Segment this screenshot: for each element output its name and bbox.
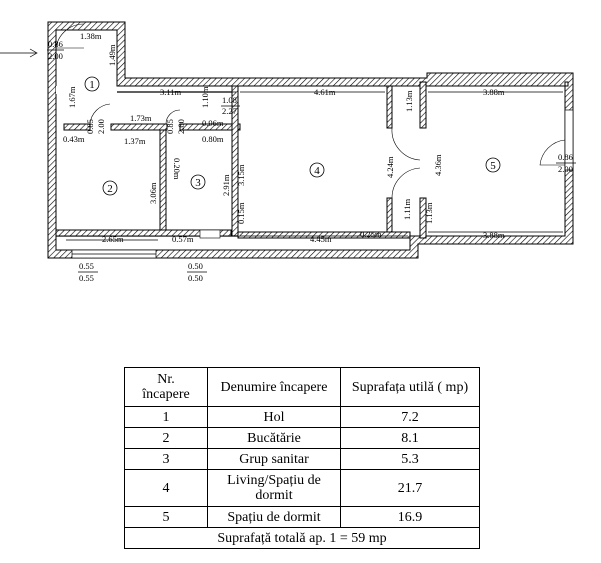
table-row: 4 Living/Spațiu de dormit 21.7: [124, 469, 480, 507]
room-number-5: 5: [490, 160, 496, 172]
header-area: Suprafața utilă ( mp): [340, 367, 480, 407]
dim-living-top: 4.61m: [314, 87, 336, 97]
cell-nr: 1: [124, 406, 208, 428]
room-number-1: 1: [89, 79, 95, 91]
dim-wall-110: 1.10m: [200, 86, 210, 108]
header-room-name: Denumire încapere: [207, 367, 341, 407]
dim-bath-w1: 0.96m: [202, 118, 224, 128]
dim-entry-door-h: 2.00: [48, 51, 63, 61]
dim-043: 0.43m: [63, 134, 85, 144]
dim-bed-low-side: 1.13m: [424, 202, 434, 224]
windows: [71, 109, 574, 259]
dim-hol-top: 1.38m: [80, 31, 102, 41]
dimension-lines: [66, 91, 563, 241]
header-room-number: Nr. încapere: [124, 367, 208, 407]
dim-bath-020: 0.20m: [172, 158, 182, 180]
cell-area: 5.3: [340, 448, 480, 470]
dim-corridor: 3.11m: [160, 87, 182, 97]
dim-entry-door-w: 0.86: [48, 39, 63, 49]
interior-walls: [55, 81, 427, 239]
table-total-row: Suprafață totală ap. 1 = 59 mp: [124, 527, 480, 549]
cell-name: Bucătărie: [207, 427, 341, 449]
cell-area: 7.2: [340, 406, 480, 428]
table-row: 3 Grup sanitar 5.3: [124, 448, 480, 470]
dim-bed-top: 3.88m: [483, 87, 505, 97]
cell-name: Living/Spațiu de dormit: [207, 469, 341, 507]
dim-door-center-h: 2.27: [222, 106, 237, 116]
dim-bath-h2: 3.15m: [236, 164, 246, 186]
room-numbers: 1 2 3 4 5: [84, 76, 501, 196]
doors: [55, 23, 566, 199]
cell-area: 8.1: [340, 427, 480, 449]
dim-kitchen-top: 1.73m: [130, 113, 152, 123]
dim-door-center-w: 1.08: [222, 95, 237, 105]
cell-name: Spațiu de dormit: [207, 506, 341, 528]
dim-kitchen-inner: 1.37m: [124, 136, 146, 146]
dim-win-bath-h: 0.50: [188, 273, 203, 283]
cell-name: Grup sanitar: [207, 448, 341, 470]
dim-hol-side-top: 1.49m: [107, 44, 117, 66]
dim-living-h: 4.24m: [385, 156, 395, 178]
entry-arrow: [0, 48, 38, 58]
dim-win-bath-w: 0.50: [188, 261, 203, 271]
dim-025: 0.25m: [360, 229, 382, 239]
dim-kitchen-bottom: 2.65m: [102, 234, 124, 244]
dim-living-side-top: 1.13m: [404, 90, 414, 112]
cell-name: Hol: [207, 406, 341, 428]
total-area: Suprafață totală ap. 1 = 59 mp: [124, 527, 480, 549]
cell-nr: 5: [124, 506, 208, 528]
dim-bath-left-w: 0.85: [165, 119, 175, 134]
dim-living-bottom: 4.45m: [310, 234, 332, 244]
room-number-4: 4: [314, 165, 320, 177]
cell-nr: 4: [124, 469, 208, 507]
cell-nr: 2: [124, 427, 208, 449]
room-number-3: 3: [195, 177, 201, 189]
dim-bed-h: 4.36m: [433, 154, 443, 176]
dim-hol-left: 1.67m: [67, 86, 77, 108]
dimension-labels: 0.86 2.00 1.38m 1.49m 1.67m 3.11m 1.10m …: [47, 31, 576, 283]
table-header-row: Nr. încapere Denumire încapere Suprafața…: [124, 367, 480, 407]
dim-085-h: 2.00: [96, 119, 106, 134]
table-row: 1 Hol 7.2: [124, 406, 480, 428]
dim-bed-bottom: 3.88m: [483, 230, 505, 240]
room-number-2: 2: [107, 183, 113, 195]
dim-bed-door-w: 0.86: [558, 152, 573, 162]
cell-area: 21.7: [340, 469, 480, 507]
dim-bath-left-h: 2.00: [176, 119, 186, 134]
room-area-table: Nr. încapere Denumire încapere Suprafața…: [124, 367, 480, 549]
cell-area: 16.9: [340, 506, 480, 528]
floor-plan: 1 2 3 4 5 0.86 2.00 1.38m 1.49m 1.67m 3.…: [0, 21, 576, 283]
dim-kitchen-h: 3.06m: [148, 182, 158, 204]
cell-nr: 3: [124, 448, 208, 470]
dim-win-kitchen-h: 0.55: [79, 273, 94, 283]
dim-win-kitchen-w: 0.55: [79, 261, 94, 271]
dim-bed-door-h: 2.00: [558, 164, 573, 174]
dim-living-low-side: 1.11m: [402, 198, 412, 220]
dim-bath-h: 2.91m: [221, 174, 231, 196]
table-row: 2 Bucătărie 8.1: [124, 427, 480, 449]
dim-bath-bottom: 0.57m: [172, 234, 194, 244]
dim-015: 0.15m: [236, 202, 246, 224]
dim-085-w: 0.85: [85, 119, 95, 134]
dim-bath-w2: 0.80m: [202, 134, 224, 144]
table-row: 5 Spațiu de dormit 16.9: [124, 506, 480, 528]
